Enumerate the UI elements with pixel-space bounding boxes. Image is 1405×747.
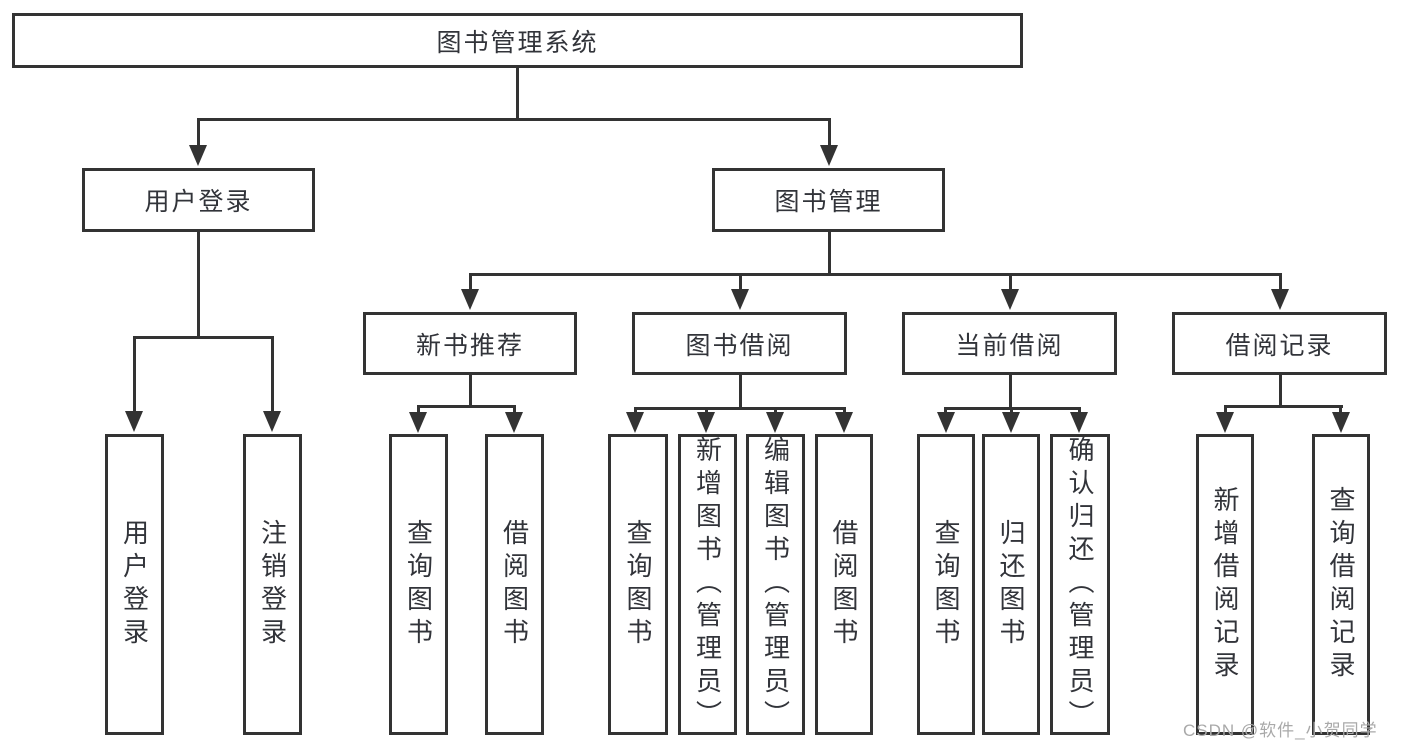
leaf-logout-label: 注销登录 [257, 518, 288, 651]
connector-line [843, 407, 846, 414]
arrowhead-down [1002, 412, 1020, 433]
arrowhead-down [731, 289, 749, 310]
arrowhead-down [263, 411, 281, 432]
connector-line [1279, 273, 1282, 291]
connector-line [469, 273, 1282, 276]
connector-line [634, 407, 637, 414]
leaf-logout: 注销登录 [243, 434, 302, 735]
connector-line [828, 118, 831, 147]
connector-line [739, 375, 742, 407]
arrowhead-down [461, 289, 479, 310]
leaf-current-query-books-label: 查询图书 [931, 518, 961, 651]
arrowhead-down [697, 412, 715, 433]
connector-line [705, 407, 708, 414]
node-book-manage: 图书管理 [712, 168, 945, 232]
connector-line [271, 336, 274, 413]
node-book-borrow-label: 图书借阅 [685, 331, 794, 360]
arrowhead-down [835, 412, 853, 433]
connector-line [197, 118, 200, 147]
node-user-login: 用户登录 [82, 168, 315, 232]
connector-line [513, 405, 516, 414]
connector-line [417, 405, 516, 408]
node-current-borrow-label: 当前借阅 [955, 331, 1064, 360]
leaf-records-query-record: 查询借阅记录 [1312, 434, 1370, 735]
leaf-current-return-books-label: 归还图书 [996, 518, 1026, 651]
connector-line [1339, 405, 1342, 414]
node-root: 图书管理系统 [12, 13, 1023, 68]
leaf-current-return-books: 归还图书 [982, 434, 1040, 735]
arrowhead-down [1070, 412, 1088, 433]
leaf-borrow-edit-books-admin: 编辑图书（管理员） [746, 434, 805, 735]
leaf-recommend-borrow-books-label: 借阅图书 [499, 518, 530, 651]
connector-line [1279, 375, 1282, 405]
arrowhead-down [189, 145, 207, 166]
leaf-borrow-add-books-admin-label: 新增图书（管理员） [692, 436, 723, 733]
leaf-current-confirm-return-admin-label: 确认归还（管理员） [1065, 436, 1095, 733]
connector-line [516, 68, 519, 118]
connector-line [944, 407, 947, 414]
arrowhead-down [125, 411, 143, 432]
connector-line [1224, 405, 1343, 408]
connector-line [1078, 407, 1081, 414]
leaf-borrow-borrow-books-label: 借阅图书 [829, 518, 859, 651]
node-borrow-records: 借阅记录 [1172, 312, 1387, 375]
connector-line [1010, 407, 1013, 414]
connector-line [133, 336, 274, 339]
node-current-borrow: 当前借阅 [902, 312, 1117, 375]
node-book-borrow: 图书借阅 [632, 312, 847, 375]
arrowhead-down [937, 412, 955, 433]
arrowhead-down [1001, 289, 1019, 310]
leaf-current-confirm-return-admin: 确认归还（管理员） [1050, 434, 1110, 735]
leaf-borrow-edit-books-admin-label: 编辑图书（管理员） [760, 436, 791, 733]
leaf-borrow-query-books: 查询图书 [608, 434, 668, 735]
arrowhead-down [505, 412, 523, 433]
node-new-book-recommend-label: 新书推荐 [415, 331, 524, 360]
leaf-records-add-record-label: 新增借阅记录 [1210, 485, 1240, 684]
node-root-label: 图书管理系统 [436, 28, 599, 57]
arrowhead-down [626, 412, 644, 433]
connector-line [133, 336, 136, 413]
leaf-records-query-record-label: 查询借阅记录 [1326, 485, 1356, 684]
connector-line [469, 273, 472, 291]
connector-line [739, 273, 742, 291]
arrowhead-down [766, 412, 784, 433]
leaf-current-query-books: 查询图书 [917, 434, 975, 735]
leaf-borrow-add-books-admin: 新增图书（管理员） [678, 434, 737, 735]
leaf-user-login: 用户登录 [105, 434, 164, 735]
node-book-manage-label: 图书管理 [774, 188, 883, 216]
leaf-recommend-borrow-books: 借阅图书 [485, 434, 544, 735]
connector-line [1009, 273, 1012, 291]
connector-line [1009, 375, 1012, 407]
leaf-user-login-label: 用户登录 [119, 518, 150, 651]
arrowhead-down [1271, 289, 1289, 310]
connector-line [417, 405, 420, 414]
arrowhead-down [1332, 412, 1350, 433]
arrowhead-down [1216, 412, 1234, 433]
arrowhead-down [820, 145, 838, 166]
connector-line [828, 232, 831, 273]
csdn-watermark: CSDN @软件_小贺同学 [1183, 721, 1378, 740]
connector-line [1224, 405, 1227, 414]
leaf-borrow-borrow-books: 借阅图书 [815, 434, 873, 735]
leaf-records-add-record: 新增借阅记录 [1196, 434, 1254, 735]
node-borrow-records-label: 借阅记录 [1225, 331, 1334, 360]
connector-line [197, 232, 200, 336]
node-new-book-recommend: 新书推荐 [363, 312, 577, 375]
arrowhead-down [409, 412, 427, 433]
connector-line [634, 407, 846, 410]
node-user-login-label: 用户登录 [144, 188, 253, 216]
leaf-recommend-query-books: 查询图书 [389, 434, 448, 735]
connector-line [469, 375, 472, 405]
leaf-recommend-query-books-label: 查询图书 [403, 518, 434, 651]
connector-line [774, 407, 777, 414]
connector-line [197, 118, 831, 121]
leaf-borrow-query-books-label: 查询图书 [623, 518, 653, 651]
